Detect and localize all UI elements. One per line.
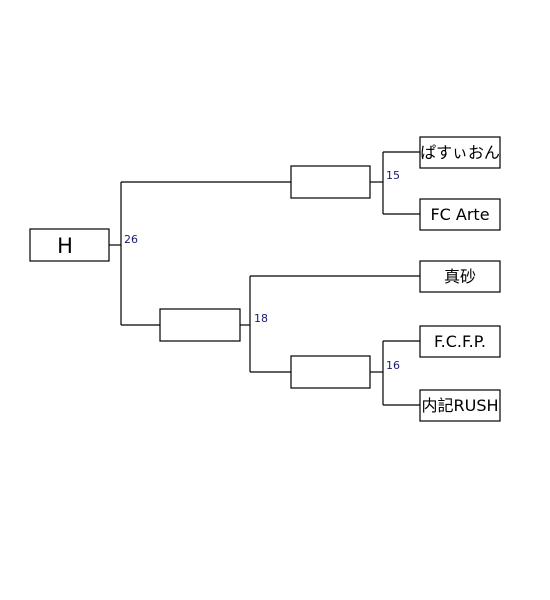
team-label-naiki-rush: 内記RUSH xyxy=(421,396,498,415)
team-label-masago: 真砂 xyxy=(444,267,476,286)
team-box-masago xyxy=(419,260,501,293)
score-semifinal: 18 xyxy=(254,312,268,325)
team-box-fcfp xyxy=(419,325,501,358)
team-box-passion xyxy=(419,136,501,169)
team-box-fc-arte xyxy=(419,198,501,231)
champion-box xyxy=(29,228,110,262)
bottom-pair-result-box xyxy=(290,355,371,389)
top-pair-result-box xyxy=(290,165,371,199)
score-top-pair: 15 xyxy=(386,169,400,182)
team-label-fcfp: F.C.F.P. xyxy=(434,332,486,351)
champion-label: H xyxy=(57,234,73,258)
semifinal-result-box xyxy=(159,308,241,342)
team-box-naiki-rush xyxy=(419,389,501,422)
bracket-lines xyxy=(109,151,420,406)
score-final: 26 xyxy=(124,233,138,246)
team-label-passion: ぱすぃおん xyxy=(420,143,500,162)
team-label-fc-arte: FC Arte xyxy=(430,205,489,224)
score-bottom-pair: 16 xyxy=(386,359,400,372)
